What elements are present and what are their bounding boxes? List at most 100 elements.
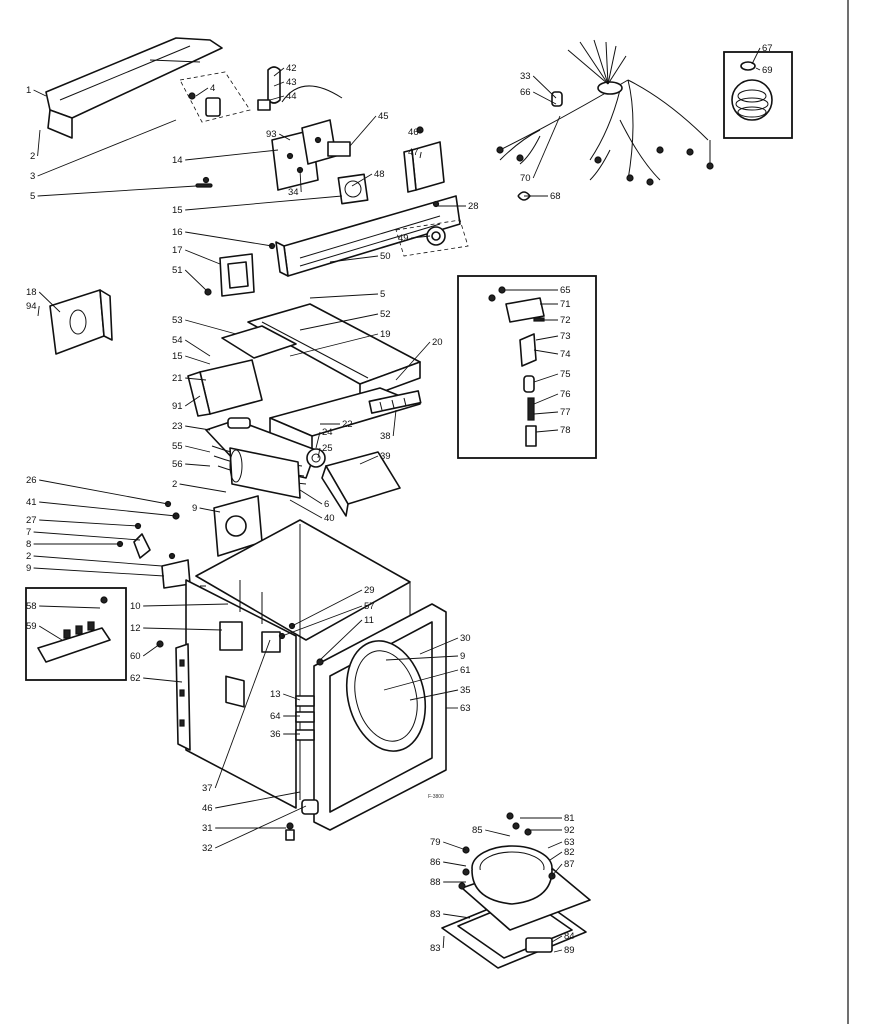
callout-85: 76 (560, 389, 571, 400)
callout-2: 3 (30, 171, 35, 182)
leader-86 (533, 411, 559, 415)
callout-23: 94 (26, 301, 37, 312)
inset-box-door-latch (457, 275, 597, 459)
timer-bracket (403, 141, 445, 193)
leader-57 (38, 625, 63, 641)
callout-50: 2 (26, 551, 31, 562)
leader-69 (214, 639, 271, 789)
motor-mount-bracket (49, 289, 113, 355)
leader-54 (281, 605, 363, 637)
callout-95: 87 (564, 859, 575, 870)
callout-3: 5 (30, 191, 35, 202)
leader-62 (383, 669, 459, 691)
motor-fan-switch-group (257, 66, 343, 111)
leader-26 (185, 319, 237, 335)
control-panel-plate (271, 119, 337, 191)
leader-21 (184, 269, 207, 291)
callout-51: 9 (26, 563, 31, 574)
callout-57: 59 (26, 621, 37, 632)
callout-0: 1 (26, 85, 31, 96)
base-leveling-leg (285, 799, 319, 841)
leader-1 (37, 129, 41, 157)
leader-53 (291, 589, 363, 627)
callout-53: 29 (364, 585, 375, 596)
callout-56: 11 (364, 615, 374, 626)
callout-81: 72 (560, 315, 571, 326)
callout-55: 58 (26, 601, 37, 612)
callout-18: 49 (398, 233, 409, 244)
callout-14: 34 (288, 187, 299, 198)
leader-63 (143, 677, 183, 683)
screw-row (195, 126, 440, 296)
leader-8 (349, 115, 377, 147)
callout-19: 17 (172, 245, 183, 256)
callout-11: 47 (408, 147, 419, 158)
callout-33: 91 (172, 401, 183, 412)
leader-82 (535, 335, 559, 341)
callout-67: 64 (270, 711, 281, 722)
leader-14 (299, 169, 302, 193)
leader-43 (289, 499, 323, 519)
callout-20: 50 (380, 251, 391, 262)
console-rear-panel (275, 195, 461, 277)
callout-84: 75 (560, 369, 571, 380)
callout-28: 54 (172, 335, 183, 346)
leader-48 (33, 531, 141, 541)
leader-47 (39, 519, 139, 527)
leader-58 (143, 627, 223, 631)
callout-98: 83 (430, 943, 441, 954)
leader-64 (283, 693, 301, 701)
leader-30 (185, 355, 211, 365)
callout-49: 8 (26, 539, 31, 550)
callout-40: 56 (172, 459, 183, 470)
callout-37: 55 (172, 441, 183, 452)
callout-52: 10 (130, 601, 141, 612)
leader-27 (289, 333, 379, 357)
leader-5 (273, 67, 285, 77)
callout-25: 52 (380, 309, 391, 320)
callout-42: 6 (324, 499, 329, 510)
callout-47: 27 (26, 515, 37, 526)
callout-13: 48 (374, 169, 385, 180)
leader-22 (38, 291, 61, 313)
leader-41 (39, 479, 169, 505)
cabinet-side-rail (175, 643, 191, 751)
callout-24: 5 (380, 289, 385, 300)
callout-77: 70 (520, 173, 531, 184)
leader-60 (142, 643, 161, 657)
callout-4: 4 (210, 83, 215, 94)
callout-78: 68 (550, 191, 561, 202)
callout-9: 46 (408, 127, 419, 138)
door-latch-assembly (488, 286, 545, 447)
callout-83: 74 (560, 349, 571, 360)
leader-72 (215, 805, 307, 849)
callout-76: 69 (762, 65, 773, 76)
callout-71: 31 (202, 823, 213, 834)
leader-46 (199, 507, 221, 513)
leader-42 (299, 489, 323, 505)
leader-12 (185, 149, 279, 161)
leader-7 (269, 95, 285, 101)
leader-75 (751, 47, 761, 65)
callout-72: 32 (202, 843, 213, 854)
callout-75: 67 (762, 43, 773, 54)
callout-30: 15 (172, 351, 183, 362)
leader-18 (411, 235, 431, 239)
leader-70 (215, 791, 301, 809)
leader-34 (185, 425, 211, 431)
leader-17 (185, 231, 273, 247)
leader-0 (33, 89, 47, 97)
callout-58: 12 (130, 623, 141, 634)
callout-97: 83 (430, 909, 441, 920)
leader-35 (315, 431, 321, 449)
filter-housing (321, 451, 401, 517)
leader-20 (329, 255, 379, 263)
leader-61 (385, 655, 459, 661)
leader-65 (409, 689, 459, 701)
callout-22: 18 (26, 287, 37, 298)
callout-27: 19 (380, 329, 391, 340)
terminal-block-strip (368, 390, 422, 414)
callout-46: 9 (192, 503, 197, 514)
callout-80: 71 (560, 299, 571, 310)
